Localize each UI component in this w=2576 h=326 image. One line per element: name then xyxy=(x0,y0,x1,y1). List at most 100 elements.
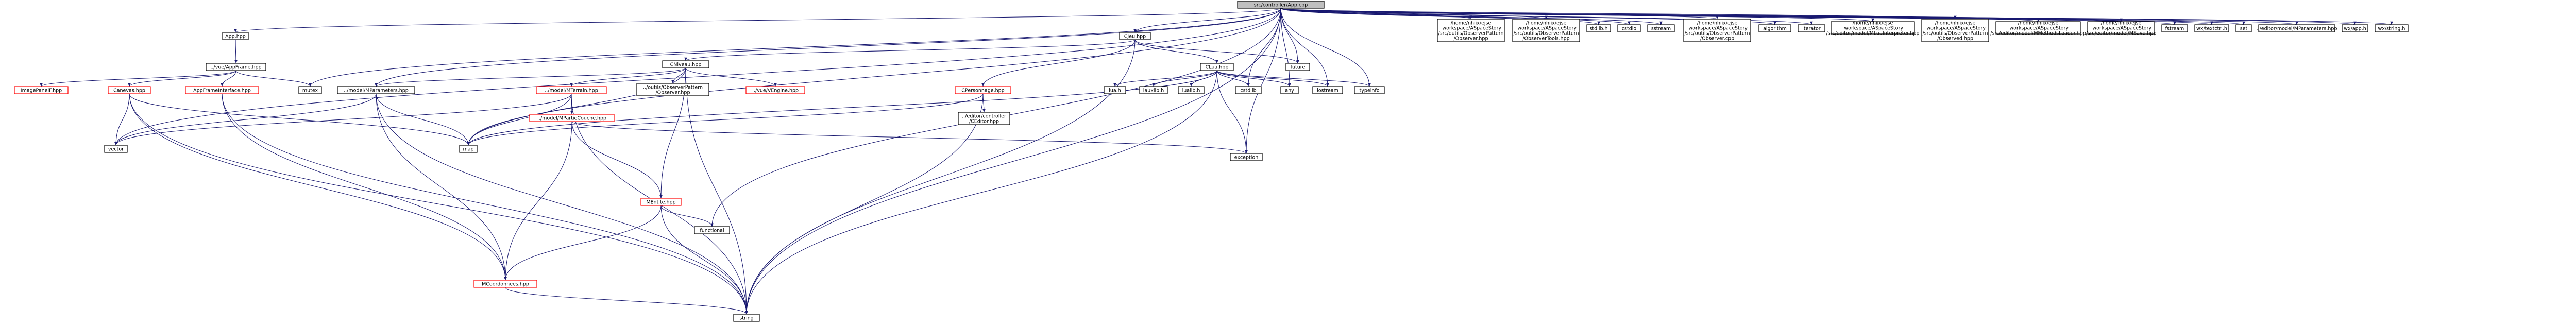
node-cluahpp-box xyxy=(1200,63,1234,71)
node-algorithm[interactable]: algorithm xyxy=(1758,24,1791,32)
node-mpartiecouche-box xyxy=(529,114,615,122)
node-mentite[interactable]: MEntite.hpp xyxy=(640,198,682,206)
node-sstream-label: sstream xyxy=(1651,26,1671,32)
edge-cluahpp-to-typeinfo xyxy=(1216,70,1371,87)
node-exception[interactable]: exception xyxy=(1230,153,1263,161)
node-luah-label: lua.h xyxy=(1109,88,1121,94)
node-vengine-box xyxy=(745,86,805,94)
node-imagepanelf-box xyxy=(14,86,69,94)
node-msave[interactable]: /home/nhiix/ejse-workspace/ASpaceStory/s… xyxy=(2086,21,2157,37)
node-cpersonnage-label: CPersonnage.hpp xyxy=(961,88,1004,94)
node-stdlibh-label: stdlib.h xyxy=(1589,26,1607,32)
edge-cluahpp-to-map xyxy=(467,70,1217,146)
node-cnouveau-label: CNiveau.hpp xyxy=(670,62,702,68)
node-mcoordonnees[interactable]: MCoordonnees.hpp xyxy=(473,280,537,288)
node-cpersonnage[interactable]: CPersonnage.hpp xyxy=(955,86,1011,94)
node-mterrain[interactable]: ../model/MTerrain.hpp xyxy=(536,86,607,94)
node-luah-box xyxy=(1104,86,1126,94)
edge-root-to-exception xyxy=(1245,8,1281,154)
node-cjeu-label: CJeu.hpp xyxy=(1124,34,1146,40)
node-wxstring[interactable]: wx/string.h xyxy=(2375,24,2409,32)
node-ceditor-label: ../editor/controller/CEditor.hpp xyxy=(962,114,1006,125)
node-exception-box xyxy=(1230,153,1263,161)
node-sstream[interactable]: sstream xyxy=(1647,24,1675,32)
node-future[interactable]: future xyxy=(1285,63,1310,71)
node-string[interactable]: string xyxy=(733,314,760,322)
node-mentite-label: MEntite.hpp xyxy=(646,200,675,205)
node-lauxlibh[interactable]: lauxlib.h xyxy=(1139,86,1168,94)
node-vengine-label: ../vue/VEngine.hpp xyxy=(752,88,799,94)
node-mparameters-label: ../model/MParameters.hpp xyxy=(344,88,409,94)
node-cstdlib[interactable]: cstdlib xyxy=(1235,86,1262,94)
node-mmethodsloader[interactable]: /home/nhiix/ejse-workspace/ASpaceStory/s… xyxy=(1990,21,2086,37)
node-mluainterp[interactable]: /home/nhiix/ejse-workspace/ASpaceStory/s… xyxy=(1826,21,1920,37)
node-mpartiecouche[interactable]: ../model/MPartieCouche.hpp xyxy=(529,114,615,122)
edge-mpartiecouche-to-mentite xyxy=(571,121,663,199)
node-wxstring-label: wx/string.h xyxy=(2378,26,2405,32)
node-future-label: future xyxy=(1291,65,1306,71)
node-wxapp[interactable]: wx/app.h xyxy=(2342,24,2368,32)
node-vector[interactable]: vector xyxy=(104,145,128,153)
node-canevas-box xyxy=(108,86,151,94)
node-cjeu[interactable]: CJeu.hpp xyxy=(1119,32,1151,40)
node-typeinfo[interactable]: typeinfo xyxy=(1354,86,1385,94)
node-cstdio-label: cstdio xyxy=(1622,26,1637,32)
node-cluahpp[interactable]: CLua.hpp xyxy=(1200,63,1234,71)
node-editormparams[interactable]: ../editor/model/MParameters.hpp xyxy=(2257,24,2337,32)
node-mluainterp-label: /home/nhiix/ejse-workspace/ASpaceStory/s… xyxy=(1826,21,1920,37)
node-wxapp-box xyxy=(2342,24,2368,32)
node-mutex[interactable]: mutex xyxy=(298,86,322,94)
node-lualibh-box xyxy=(1178,86,1205,94)
edge-root-to-obs2 xyxy=(1280,8,1548,20)
edges-layer xyxy=(40,8,2393,315)
node-canevas[interactable]: Canevas.hpp xyxy=(108,86,151,94)
node-vector-box xyxy=(104,145,128,153)
node-wxtextctrl[interactable]: wx/textctrl.h xyxy=(2194,24,2229,32)
node-obs1-box xyxy=(1437,19,1505,42)
nodes-layer: src/controller/App.cppApp.hpp../vue/AppF… xyxy=(14,1,2409,322)
edge-cjeu-to-string xyxy=(745,39,1136,315)
node-apphpp[interactable]: App.hpp xyxy=(222,32,249,40)
edge-cluahpp-to-string xyxy=(745,70,1217,315)
node-ceditor[interactable]: ../editor/controller/CEditor.hpp xyxy=(958,112,1010,125)
node-future-box xyxy=(1285,63,1310,71)
node-obs4[interactable]: /home/nhiix/ejse-workspace/ASpaceStory/s… xyxy=(1921,19,1989,42)
node-appframeiface-box xyxy=(185,86,259,94)
node-lauxlibh-label: lauxlib.h xyxy=(1143,88,1164,94)
node-obs3[interactable]: /home/nhiix/ejse-workspace/ASpaceStory/s… xyxy=(1683,19,1751,42)
node-fstream[interactable]: fstream xyxy=(2161,24,2188,32)
node-cstdio[interactable]: cstdio xyxy=(1617,24,1641,32)
edge-cnouveau-to-map xyxy=(467,67,686,146)
node-lualibh-label: lualib.h xyxy=(1182,88,1200,94)
node-lualibh[interactable]: lualib.h xyxy=(1178,86,1205,94)
node-wxtextctrl-label: wx/textctrl.h xyxy=(2196,26,2227,32)
node-functional[interactable]: functional xyxy=(694,226,730,234)
node-obs1[interactable]: /home/nhiix/ejse-workspace/ASpaceStory/s… xyxy=(1437,19,1505,42)
edge-mterrain-to-vector xyxy=(114,93,572,146)
node-cstdlib-label: cstdlib xyxy=(1240,88,1256,94)
edge-mcoordonnees-to-string xyxy=(505,287,748,315)
node-imagepanelf[interactable]: ImagePanelF.hpp xyxy=(14,86,69,94)
node-exception-label: exception xyxy=(1234,155,1258,161)
node-vector-label: vector xyxy=(108,147,124,152)
node-appframe[interactable]: ../vue/AppFrame.hpp xyxy=(206,63,266,71)
node-set[interactable]: set xyxy=(2235,24,2252,32)
node-appframeiface[interactable]: AppFrameInterface.hpp xyxy=(185,86,259,94)
edge-appframeiface-to-mcoordonnees xyxy=(222,93,507,281)
edge-cnouveau-to-string xyxy=(685,67,748,315)
node-observerhpp[interactable]: ../outils/ObserverPattern/Observer.hpp xyxy=(636,83,709,96)
node-obs3-label: /home/nhiix/ejse-workspace/ASpaceStory/s… xyxy=(1684,21,1750,42)
node-cnouveau[interactable]: CNiveau.hpp xyxy=(662,60,709,68)
node-stdlibh[interactable]: stdlib.h xyxy=(1586,24,1611,32)
node-iostream[interactable]: iostream xyxy=(1312,86,1343,94)
node-iterator[interactable]: iterator xyxy=(1798,24,1825,32)
node-mparameters[interactable]: ../model/MParameters.hpp xyxy=(337,86,415,94)
node-iterator-box xyxy=(1798,24,1825,32)
node-luah[interactable]: lua.h xyxy=(1104,86,1126,94)
edge-mparameters-to-mcoordonnees xyxy=(376,93,507,281)
node-vengine[interactable]: ../vue/VEngine.hpp xyxy=(745,86,805,94)
node-obs2[interactable]: /home/nhiix/ejse-workspace/ASpaceStory/s… xyxy=(1512,19,1580,42)
node-appframe-label: ../vue/AppFrame.hpp xyxy=(210,65,261,71)
node-any[interactable]: any xyxy=(1280,86,1299,94)
node-map[interactable]: map xyxy=(459,145,478,153)
